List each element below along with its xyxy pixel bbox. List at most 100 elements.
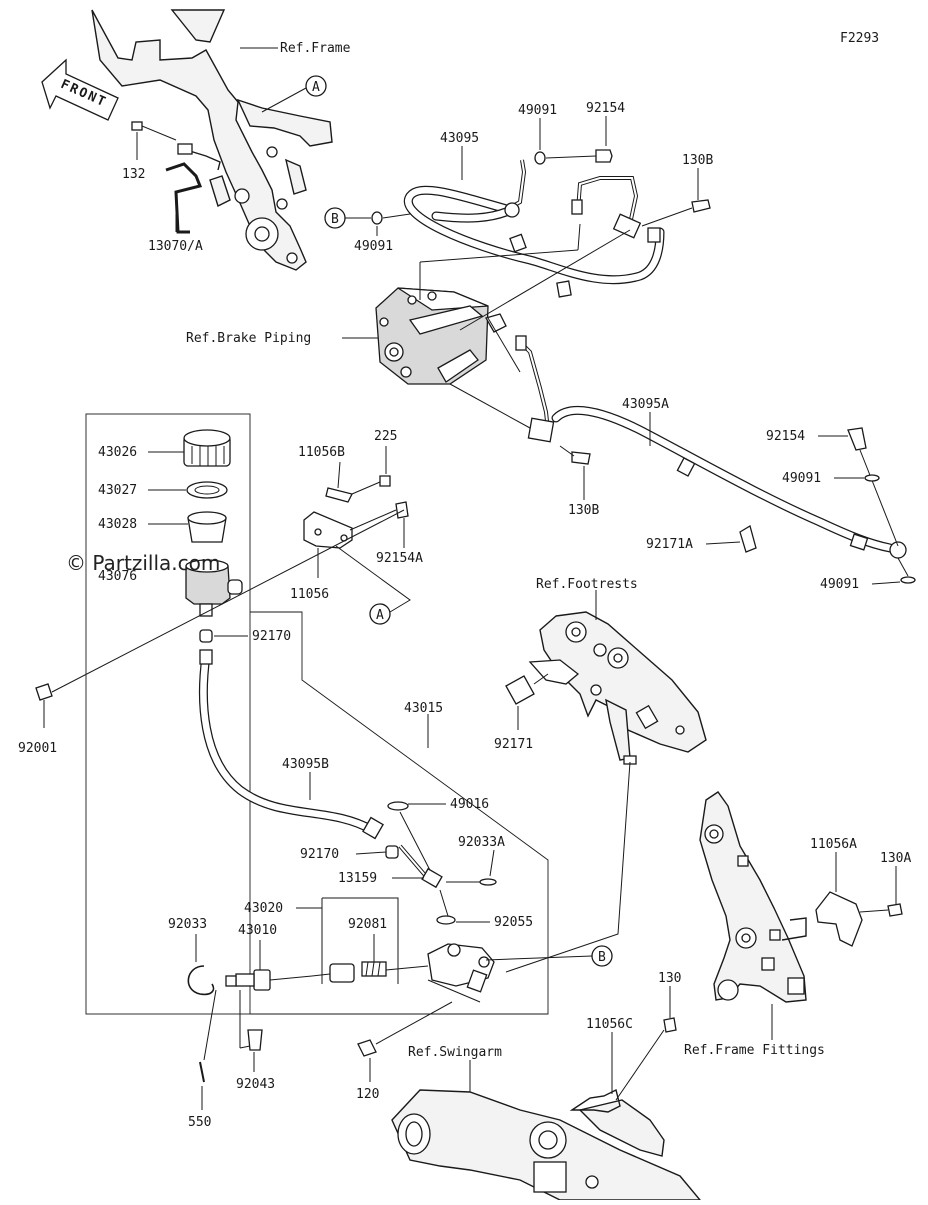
abs-unit (375, 287, 507, 385)
clamp-92170-top (199, 629, 213, 643)
label-49091-left: 49091 (354, 239, 393, 254)
label-49091-r2: 49091 (820, 577, 859, 592)
bracket-11056c (569, 1088, 621, 1113)
label-43095b: 43095B (282, 757, 329, 772)
circlip-92033 (187, 965, 215, 996)
reservoir-cap-43026 (183, 429, 231, 467)
label-92081: 92081 (348, 917, 387, 932)
clip-92033a (479, 878, 497, 886)
label-92171: 92171 (494, 737, 533, 752)
callout-b-bottom-label: B (598, 950, 606, 965)
label-43026: 43026 (98, 445, 137, 460)
callout-a-bottom (369, 603, 391, 625)
washer-49091-r1 (864, 474, 880, 482)
pin-92043 (247, 1029, 263, 1051)
label-130: 130 (658, 971, 681, 986)
callout-a-top-label: A (312, 80, 320, 95)
footrest-bracket (539, 611, 707, 765)
piston-43020 (329, 963, 355, 983)
bolt-92001 (35, 683, 53, 701)
clamp-92170-mid (385, 845, 399, 859)
cotter-pin-550 (199, 1061, 205, 1083)
label-130b-top: 130B (682, 153, 713, 168)
bolt-132 (131, 121, 177, 141)
label-130a: 130A (880, 851, 911, 866)
clamp-92171a (739, 525, 757, 553)
washer-49091-left (371, 211, 383, 225)
ref-frame-fittings-label: Ref.Frame Fittings (684, 1043, 825, 1058)
bolt-130 (663, 1017, 677, 1033)
screw-225 (379, 475, 391, 487)
ref-footrests-label: Ref.Footrests (536, 577, 638, 592)
label-11056: 11056 (290, 587, 329, 602)
bolt-92154a (395, 501, 409, 519)
label-49091-top: 49091 (518, 103, 557, 118)
bracket-11056b (325, 487, 353, 503)
label-43010: 43010 (238, 923, 277, 938)
label-92170-mid: 92170 (300, 847, 339, 862)
master-cylinder-body (427, 943, 495, 993)
label-43076: 43076 (98, 569, 137, 584)
ref-frame-label: Ref.Frame (280, 41, 351, 56)
callout-b-left-label: B (331, 212, 339, 227)
bolt-130a (887, 903, 903, 917)
bracket-11056a (781, 891, 863, 947)
callout-a-top (305, 75, 327, 97)
label-132: 132 (122, 167, 145, 182)
label-11056a: 11056A (810, 837, 857, 852)
frame-part (91, 9, 333, 271)
label-13070a: 13070/A (148, 239, 203, 254)
pushrod-43010 (225, 969, 271, 991)
label-92171a: 92171A (646, 537, 693, 552)
label-92033: 92033 (168, 917, 207, 932)
label-49016: 49016 (450, 797, 489, 812)
label-92001: 92001 (18, 741, 57, 756)
washer-49091-top (534, 151, 546, 165)
label-92154-top: 92154 (586, 101, 625, 116)
label-13159: 13159 (338, 871, 377, 886)
label-550: 550 (188, 1115, 211, 1130)
bolt-92154-right (847, 427, 867, 451)
label-43028: 43028 (98, 517, 137, 532)
label-43095: 43095 (440, 131, 479, 146)
label-225: 225 (374, 429, 397, 444)
washer-49016 (387, 801, 409, 811)
bracket-11056 (303, 511, 353, 549)
bolt-120 (357, 1039, 377, 1057)
front-arrow: FRONT (41, 58, 119, 121)
spring-92081 (361, 961, 387, 977)
label-11056c: 11056C (586, 1017, 633, 1032)
fitting-13159 (421, 867, 443, 889)
label-43015: 43015 (404, 701, 443, 716)
label-92154a: 92154A (376, 551, 423, 566)
diagram-code: F2293 (840, 31, 879, 46)
clamp-92171 (505, 659, 580, 705)
label-130b-mid: 130B (568, 503, 599, 518)
ref-swingarm-label: Ref.Swingarm (408, 1045, 502, 1060)
label-92043: 92043 (236, 1077, 275, 1092)
diaphragm-43028 (187, 511, 227, 543)
label-92055: 92055 (494, 915, 533, 930)
swingarm-part (391, 1089, 702, 1201)
label-49091-r1: 49091 (782, 471, 821, 486)
label-92170-top: 92170 (252, 629, 291, 644)
label-120: 120 (356, 1087, 379, 1102)
callout-a-bottom-label: A (376, 608, 384, 623)
reservoir-43076 (185, 559, 243, 617)
plate-43027 (186, 481, 228, 499)
washer-49091-r2 (900, 576, 916, 584)
label-43095a: 43095A (622, 397, 669, 412)
bracket-13070a (165, 143, 221, 234)
label-43020: 43020 (244, 901, 283, 916)
frame-fittings-bracket (699, 791, 807, 1003)
label-43027: 43027 (98, 483, 137, 498)
label-92154-right: 92154 (766, 429, 805, 444)
label-92033a: 92033A (458, 835, 505, 850)
ref-brake-piping-label: Ref.Brake Piping (186, 331, 311, 346)
oring-92055 (436, 915, 456, 925)
bolt-92154-top (595, 149, 613, 163)
watermark: © Partzilla.com (66, 551, 220, 575)
label-11056b: 11056B (298, 445, 345, 460)
